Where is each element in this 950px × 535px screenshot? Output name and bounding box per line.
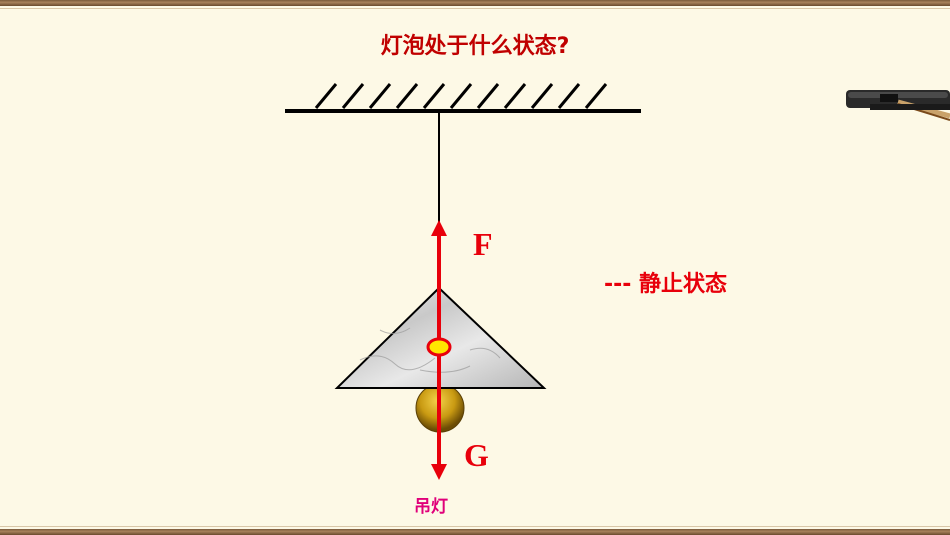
- object-label: 吊灯: [414, 497, 448, 517]
- bottom-border: [0, 526, 950, 535]
- force-g-label: G: [464, 437, 489, 473]
- ceiling: [285, 83, 641, 113]
- center-of-gravity-marker: [426, 337, 452, 357]
- force-g-arrowhead: [431, 464, 447, 480]
- state-answer: --- 静止状态: [604, 272, 728, 297]
- force-f-arrowhead: [431, 220, 447, 236]
- top-border: [0, 0, 950, 9]
- force-f-label: F: [473, 226, 493, 262]
- brush-decoration-icon: [846, 90, 950, 121]
- question-title: 灯泡处于什么状态?: [380, 34, 570, 59]
